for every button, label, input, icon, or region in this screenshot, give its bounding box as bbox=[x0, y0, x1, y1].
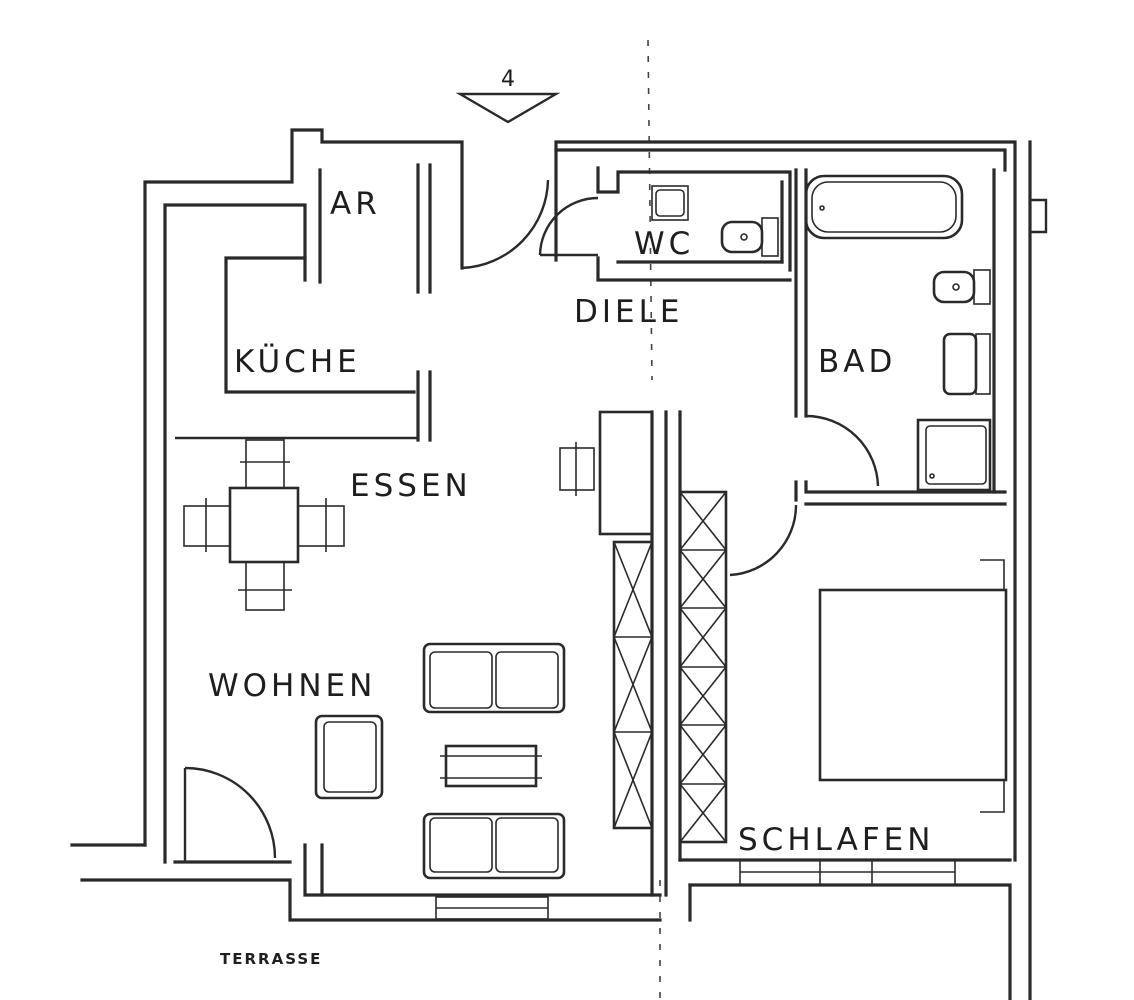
orientation-marker: 4 bbox=[455, 67, 561, 124]
doors bbox=[183, 179, 880, 862]
axis-line bbox=[647, 39, 661, 1000]
outer-walls bbox=[70, 128, 1048, 1000]
room-label-diele: DIELE bbox=[574, 294, 683, 330]
wc-toilet bbox=[720, 217, 779, 257]
room-label-schlafen: SCHLAFEN bbox=[738, 822, 934, 858]
wardrobe-living bbox=[612, 540, 654, 830]
orientation-marker-label: 4 bbox=[501, 67, 515, 92]
room-labels: AR WC DIELE KÜCHE BAD ESSEN WOHNEN SCHLA… bbox=[208, 186, 934, 968]
room-label-wc: WC bbox=[634, 226, 694, 262]
double-bed bbox=[818, 559, 1008, 813]
wardrobe-hall bbox=[678, 490, 728, 844]
room-label-bad: BAD bbox=[818, 344, 896, 380]
interior-walls bbox=[175, 163, 1007, 897]
armchair bbox=[314, 714, 384, 800]
room-label-wohnen: WOHNEN bbox=[208, 668, 376, 704]
room-label-kueche: KÜCHE bbox=[234, 343, 361, 380]
wc-sink bbox=[651, 185, 689, 221]
outdoor-label-terrasse: TERRASSE bbox=[220, 950, 322, 968]
room-label-essen: ESSEN bbox=[350, 468, 472, 504]
coffee-table bbox=[440, 744, 542, 788]
room-label-ar: AR bbox=[330, 186, 381, 222]
sideboard bbox=[559, 410, 654, 536]
sofa-bottom bbox=[422, 812, 566, 880]
bathtub bbox=[804, 174, 964, 240]
dining-table bbox=[183, 439, 345, 611]
shower bbox=[916, 418, 992, 492]
bad-sink bbox=[942, 332, 991, 396]
sofa-top bbox=[422, 642, 566, 714]
furniture bbox=[183, 174, 1008, 880]
bad-toilet bbox=[932, 269, 991, 305]
